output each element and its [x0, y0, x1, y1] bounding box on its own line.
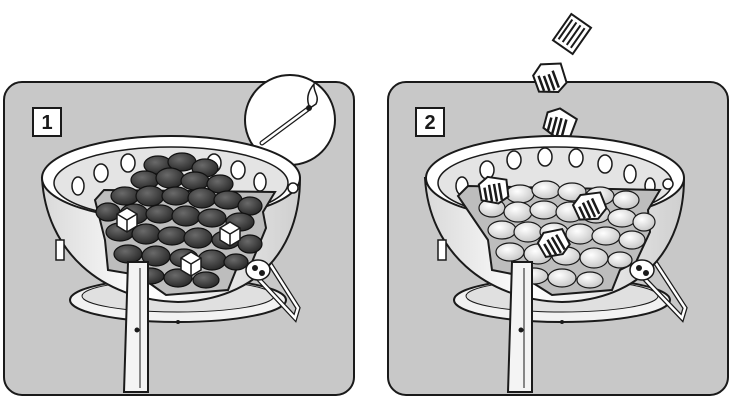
wood-chunk-icon	[477, 175, 608, 259]
step-1-number: 1	[41, 112, 52, 134]
step-2-panel: 2	[387, 12, 729, 396]
step-2-number: 2	[424, 112, 435, 134]
grill-leg	[122, 261, 149, 393]
grill-2	[423, 135, 688, 393]
step-1-number-box: 1	[32, 107, 62, 137]
charcoal-briquettes-unlit	[95, 152, 263, 289]
grill-1	[40, 135, 302, 393]
vent-holes	[455, 147, 656, 196]
lighter-cube-icon	[116, 207, 241, 277]
wood-chunk-icon	[532, 12, 593, 141]
step-1-panel: 1	[3, 74, 355, 396]
step-2-number-box: 2	[415, 107, 445, 137]
